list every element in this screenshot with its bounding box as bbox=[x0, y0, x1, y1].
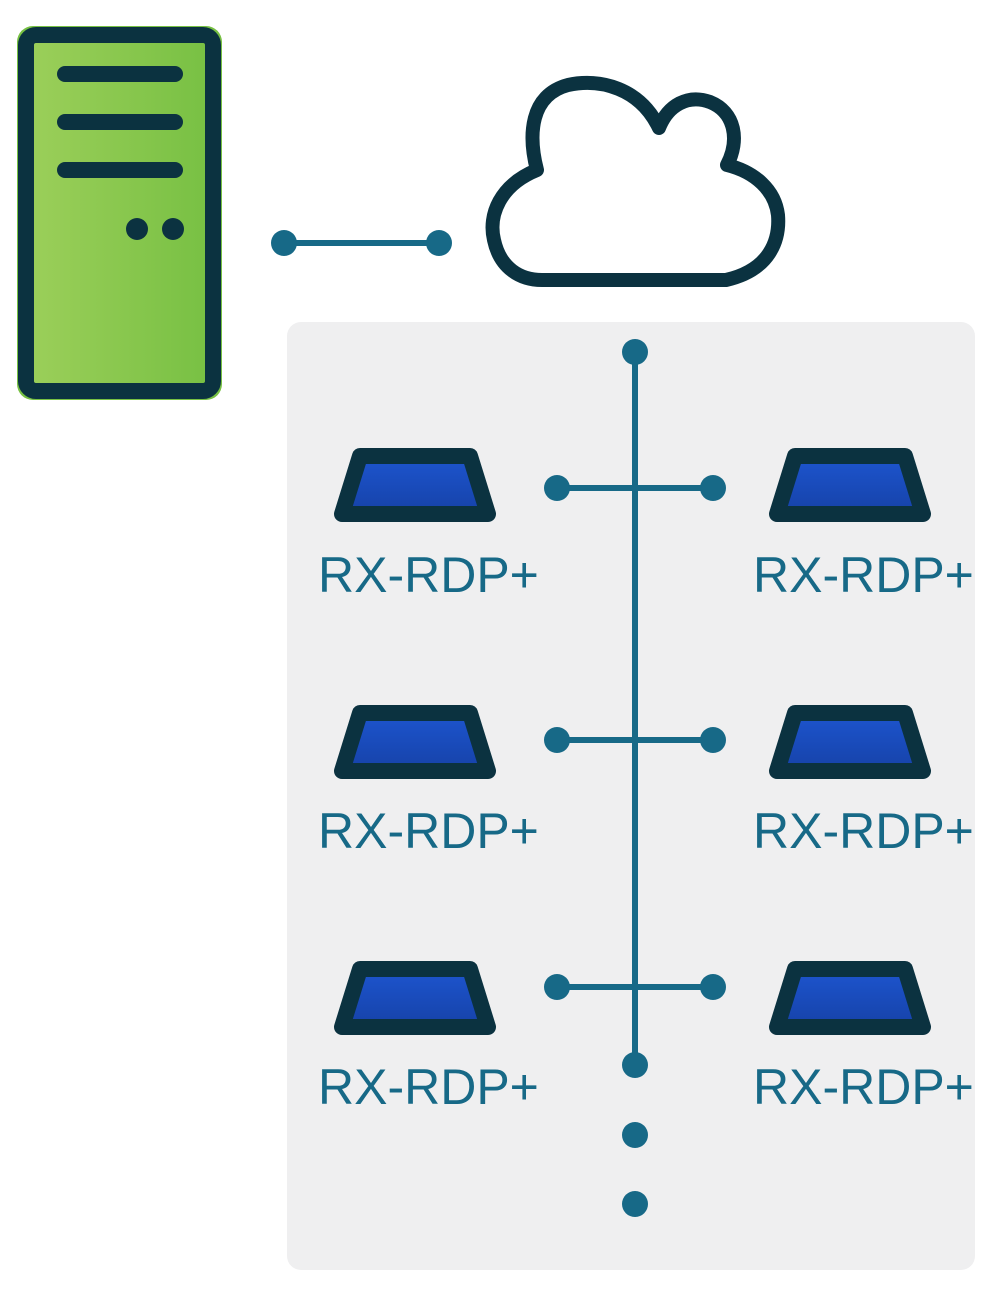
device-label: RX-RDP+ bbox=[753, 1059, 974, 1115]
device-label: RX-RDP+ bbox=[753, 803, 974, 859]
device-label: RX-RDP+ bbox=[318, 1059, 539, 1115]
receiver-device-icon bbox=[769, 705, 931, 779]
receiver-device-icon bbox=[769, 961, 931, 1035]
receiver-device-icon bbox=[334, 448, 496, 522]
receiver-device-icon bbox=[334, 961, 496, 1035]
device-label: RX-RDP+ bbox=[318, 547, 539, 603]
receiver-device-icon bbox=[769, 448, 931, 522]
device-label: RX-RDP+ bbox=[753, 547, 974, 603]
receiver-device-icon bbox=[334, 705, 496, 779]
branch-connector-row-1 bbox=[544, 475, 726, 501]
device-label: RX-RDP+ bbox=[318, 803, 539, 859]
devices-layer bbox=[334, 448, 931, 1035]
branch-connector-row-3 bbox=[544, 974, 726, 1000]
server-cloud-connector bbox=[271, 230, 452, 256]
server-tower-icon bbox=[17, 26, 222, 400]
branch-connector-row-2 bbox=[544, 727, 726, 753]
cloud-icon bbox=[485, 75, 786, 287]
network-bus bbox=[622, 339, 648, 1078]
continuation-ellipsis bbox=[622, 1122, 648, 1217]
